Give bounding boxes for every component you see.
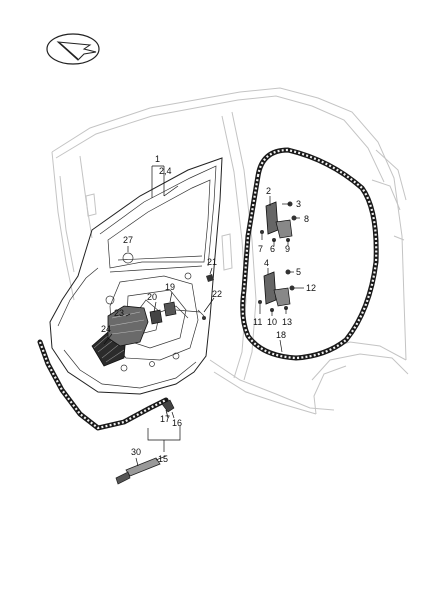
callout-9: 9 [285, 244, 290, 254]
callout-2-4: 2,4 [159, 166, 172, 176]
callout-7: 7 [258, 244, 263, 254]
callout-23: 23 [114, 308, 124, 318]
callout-16: 16 [172, 418, 182, 428]
callout-12: 12 [306, 283, 316, 293]
lower-door-hinge [258, 269, 295, 312]
front-door-shell [49, 157, 223, 395]
callout-3: 3 [296, 199, 301, 209]
callout-27: 27 [123, 235, 133, 245]
callout-30: 30 [131, 447, 141, 457]
door-check-strap [115, 455, 167, 485]
callout-6: 6 [270, 244, 275, 254]
callout-21: 21 [207, 257, 217, 267]
callout-11: 11 [253, 317, 262, 327]
seal-clip [161, 399, 175, 419]
upper-door-hinge [260, 201, 297, 242]
callout-1: 1 [155, 154, 160, 164]
callout-20: 20 [147, 292, 157, 302]
callout-18: 18 [276, 330, 286, 340]
view-direction-arrow-icon [46, 33, 100, 65]
front-door-edge-seal [37, 339, 169, 431]
callout-10: 10 [267, 317, 277, 327]
callout-15: 15 [158, 454, 168, 464]
door-lock-assembly [122, 252, 214, 325]
callout-8: 8 [304, 214, 309, 224]
callout-4: 4 [264, 258, 269, 268]
callout-17: 17 [160, 414, 170, 424]
callout-labels: 1 2,4 2 3 8 7 6 9 4 5 12 11 10 13 18 27 … [101, 154, 316, 464]
door-trim-panel [107, 305, 149, 347]
callout-22: 22 [212, 289, 222, 299]
leader-lines [103, 165, 304, 467]
callout-5: 5 [296, 267, 301, 277]
callout-19: 19 [165, 282, 175, 292]
callout-2: 2 [266, 186, 271, 196]
door-aperture-seal [240, 147, 379, 361]
callout-13: 13 [282, 317, 292, 327]
callout-24: 24 [101, 324, 111, 334]
